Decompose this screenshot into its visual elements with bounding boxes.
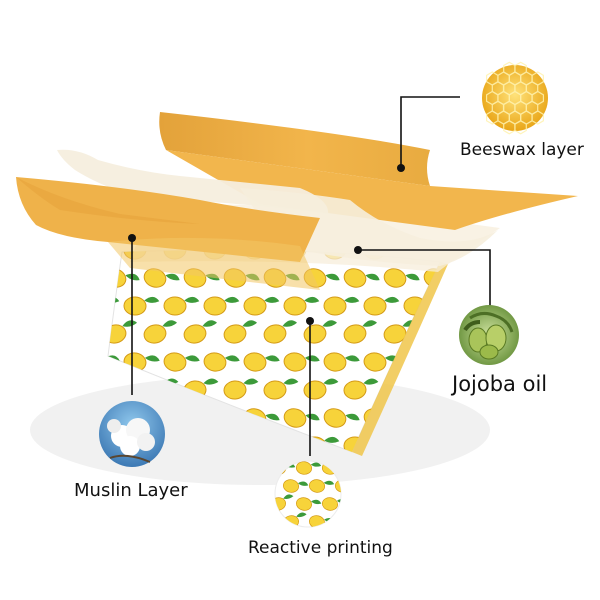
leader-lines — [131, 96, 491, 456]
jojoba-seeds-icon — [459, 305, 519, 365]
cotton-boll-icon — [99, 401, 165, 467]
muslin-leader-dot — [128, 234, 136, 242]
muslin-layer-label: Muslin Layer — [74, 480, 188, 501]
reactive-leader-dot — [306, 317, 314, 325]
beeswax-layer-label: Beeswax layer — [460, 140, 584, 160]
beeswax-leader — [400, 96, 460, 168]
honeycomb-icon — [482, 61, 548, 135]
beeswax-layers — [16, 112, 578, 290]
jojoba-oil-label: Jojoba oil — [452, 372, 548, 396]
reactive-printing-label: Reactive printing — [248, 538, 393, 558]
beeswax-leader-dot — [397, 164, 405, 172]
jojoba-leader — [358, 249, 491, 324]
jojoba-leader-dot — [354, 246, 362, 254]
